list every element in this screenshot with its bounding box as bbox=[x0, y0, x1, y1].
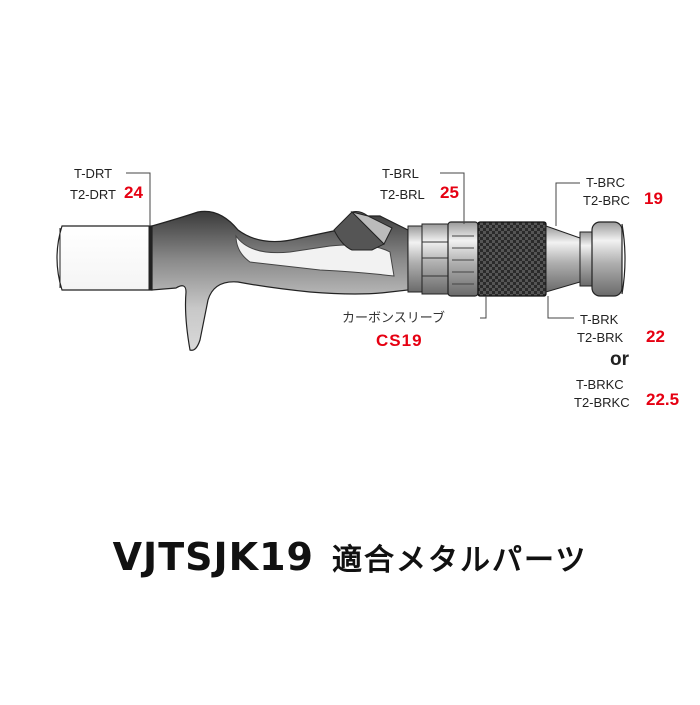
drt-code2-label: T2-DRT bbox=[70, 187, 116, 202]
brkc-code2-label: T2-BRKC bbox=[574, 395, 630, 410]
rod-blank-left bbox=[56, 225, 153, 291]
page-title: VJTSJK19 適合メタルパーツ bbox=[0, 535, 700, 579]
brc-code2-label: T2-BRC bbox=[583, 193, 630, 208]
brk-code2-label: T2-BRK bbox=[577, 330, 624, 345]
brk-size-value: 22 bbox=[646, 327, 665, 346]
model-name: VJTSJK19 bbox=[112, 535, 314, 579]
brc-size-value: 19 bbox=[644, 189, 663, 208]
brl-code1-label: T-BRL bbox=[382, 166, 419, 181]
butt-cap bbox=[545, 221, 626, 297]
title-subtitle: 適合メタルパーツ bbox=[331, 543, 588, 578]
brkc-code1-label: T-BRKC bbox=[576, 377, 624, 392]
brk-code1-label: T-BRK bbox=[580, 312, 619, 327]
drt-code1-label: T-DRT bbox=[74, 166, 113, 181]
brl-size-value: 25 bbox=[440, 183, 459, 202]
drt-size-value: 24 bbox=[124, 183, 143, 202]
thread-section bbox=[407, 221, 479, 297]
trigger-reel-seat bbox=[151, 210, 409, 351]
brc-code1-label: T-BRC bbox=[586, 175, 625, 190]
carbon-sleeve-label: カーボンスリーブ bbox=[342, 311, 445, 326]
carbon-sleeve-code: CS19 bbox=[376, 331, 423, 350]
brl-code2-label: T2-BRL bbox=[380, 187, 425, 202]
or-separator: or bbox=[610, 349, 629, 370]
brkc-size-value: 22.5 bbox=[646, 390, 680, 409]
carbon-sleeve bbox=[477, 221, 547, 297]
leader-lines bbox=[126, 172, 580, 319]
